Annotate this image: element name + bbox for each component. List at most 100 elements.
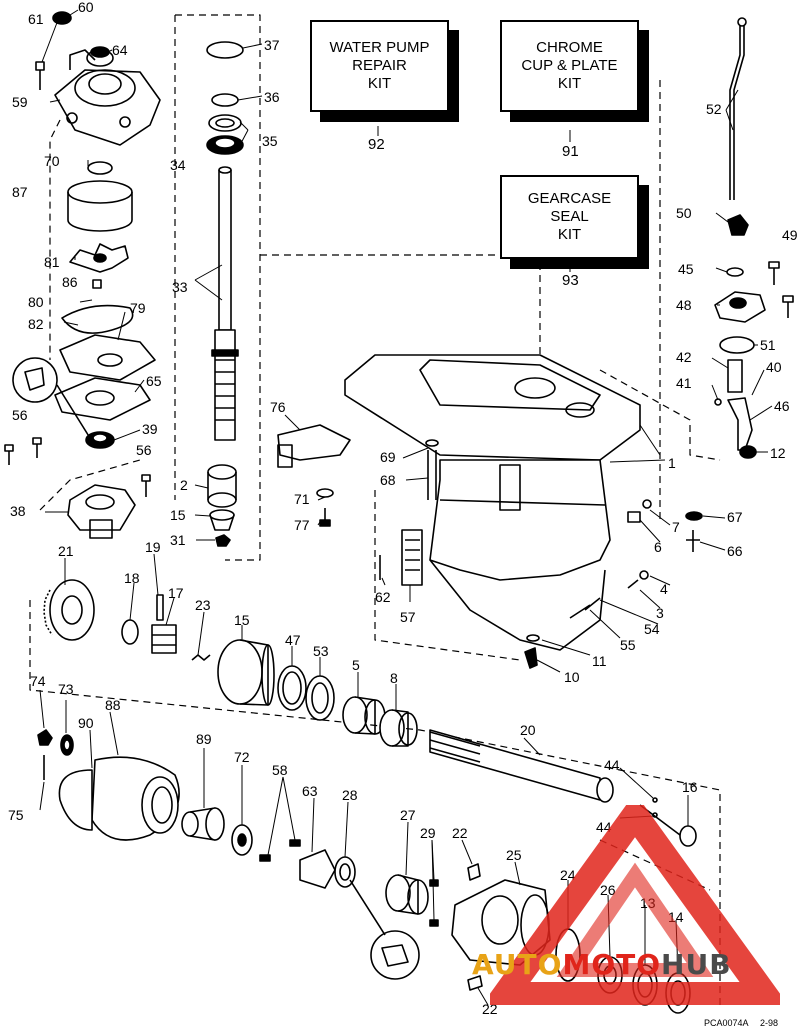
callout-87: 87 xyxy=(12,184,28,200)
callout-54: 54 xyxy=(644,621,660,637)
impeller-cup-87 xyxy=(67,180,133,232)
callout-16: 16 xyxy=(682,779,698,795)
callout-57: 57 xyxy=(400,609,416,625)
callout-49: 49 xyxy=(782,227,798,243)
gearcase-1 xyxy=(344,354,641,651)
washer-71 xyxy=(316,488,334,498)
callout-81: 81 xyxy=(44,254,60,270)
watermark-hub: HUB xyxy=(661,948,732,981)
detail-circle-top xyxy=(12,357,91,439)
callout-3: 3 xyxy=(656,605,664,621)
ring-19 xyxy=(121,619,139,645)
callout-21: 21 xyxy=(58,543,74,559)
callout-19: 19 xyxy=(145,539,161,555)
callout-67: 67 xyxy=(727,509,743,525)
callout-40: 40 xyxy=(766,359,782,375)
anode-76 xyxy=(277,424,351,468)
callout-51: 51 xyxy=(760,337,776,353)
watermark-triangle xyxy=(490,805,780,1005)
propeller-88 xyxy=(58,756,180,841)
callout-72: 72 xyxy=(234,749,250,765)
thrust-hub-89 xyxy=(181,807,225,841)
callout-12: 12 xyxy=(770,445,786,461)
callout-46: 46 xyxy=(774,398,790,414)
propeller-shaft-20 xyxy=(429,729,614,803)
trim-tab-57 xyxy=(401,529,423,586)
water-pump-repair-kit-box: WATER PUMP REPAIR KIT xyxy=(310,20,449,112)
driveshaft-33 xyxy=(211,166,239,441)
kit-number-92: 92 xyxy=(368,136,385,153)
pin-18 xyxy=(156,594,164,621)
o-ring-70 xyxy=(87,161,113,175)
screws-45 xyxy=(768,261,794,318)
drawing-date: 2-98 xyxy=(760,1018,779,1028)
washer-47 xyxy=(277,665,307,711)
watermark-auto: AUTO xyxy=(472,948,563,981)
callout-62: 62 xyxy=(375,589,391,605)
water-pump-housing xyxy=(54,49,161,146)
bearing-8 xyxy=(379,709,418,747)
spring-23 xyxy=(191,654,211,661)
nut-50 xyxy=(727,214,749,236)
callout-66: 66 xyxy=(727,543,743,559)
bearing-2 xyxy=(207,464,237,508)
gearcase-seal-kit-box: GEARCASE SEAL KIT xyxy=(500,175,639,259)
shift-shaft-42 xyxy=(727,359,743,393)
callout-8: 8 xyxy=(390,670,398,686)
callout-38: 38 xyxy=(10,503,26,519)
callout-68: 68 xyxy=(380,472,396,488)
callout-63: 63 xyxy=(302,783,318,799)
callout-20: 20 xyxy=(520,722,536,738)
callout-60: 60 xyxy=(78,0,94,15)
detail-circle-bottom xyxy=(349,879,420,980)
shift-rod-52 xyxy=(729,17,747,200)
callout-77: 77 xyxy=(294,517,310,533)
bearing-27 xyxy=(385,874,429,915)
callout-42: 42 xyxy=(676,349,692,365)
callout-69: 69 xyxy=(380,449,396,465)
callout-4: 4 xyxy=(660,581,668,597)
callout-61: 61 xyxy=(28,11,44,27)
callout-37: 37 xyxy=(264,37,280,53)
callout-33: 33 xyxy=(172,279,188,295)
callout-74: 74 xyxy=(30,673,46,689)
kit-number-91: 91 xyxy=(562,143,579,160)
callout-25: 25 xyxy=(506,847,522,863)
o-ring-49 xyxy=(726,267,744,277)
o-ring-51 xyxy=(719,336,755,354)
callout-82: 82 xyxy=(28,316,44,332)
forward-gear-21 xyxy=(43,579,95,641)
callout-22: 22 xyxy=(482,1001,498,1017)
callout-1: 1 xyxy=(668,455,676,471)
callout-17: 17 xyxy=(168,585,184,601)
key-86 xyxy=(92,279,102,289)
bearing-35 xyxy=(206,114,244,155)
clutch-17 xyxy=(151,624,177,654)
callout-31: 31 xyxy=(170,532,186,548)
callout-65: 65 xyxy=(146,373,162,389)
callout-59: 59 xyxy=(12,94,28,110)
callout-41: 41 xyxy=(676,375,692,391)
callout-36: 36 xyxy=(264,89,280,105)
callout-50: 50 xyxy=(676,205,692,221)
callout-15: 15 xyxy=(170,507,186,523)
seal-39 xyxy=(85,431,115,449)
kit-number-93: 93 xyxy=(562,272,579,289)
gasket-65 xyxy=(54,377,151,421)
callout-47: 47 xyxy=(285,632,301,648)
shift-housing-48 xyxy=(714,291,766,323)
drain-screws xyxy=(524,499,703,669)
washer-53 xyxy=(305,675,335,721)
callout-90: 90 xyxy=(78,715,94,731)
callout-10: 10 xyxy=(564,669,580,685)
callout-56: 56 xyxy=(12,407,28,423)
shift-lever-46 xyxy=(727,397,753,451)
callout-6: 6 xyxy=(654,539,662,555)
callout-18: 18 xyxy=(124,570,140,586)
callout-5: 5 xyxy=(352,657,360,673)
callout-28: 28 xyxy=(342,787,358,803)
bearing-5 xyxy=(342,696,386,735)
callout-88: 88 xyxy=(105,697,121,713)
callout-71: 71 xyxy=(294,491,310,507)
washer-72 xyxy=(231,824,253,856)
